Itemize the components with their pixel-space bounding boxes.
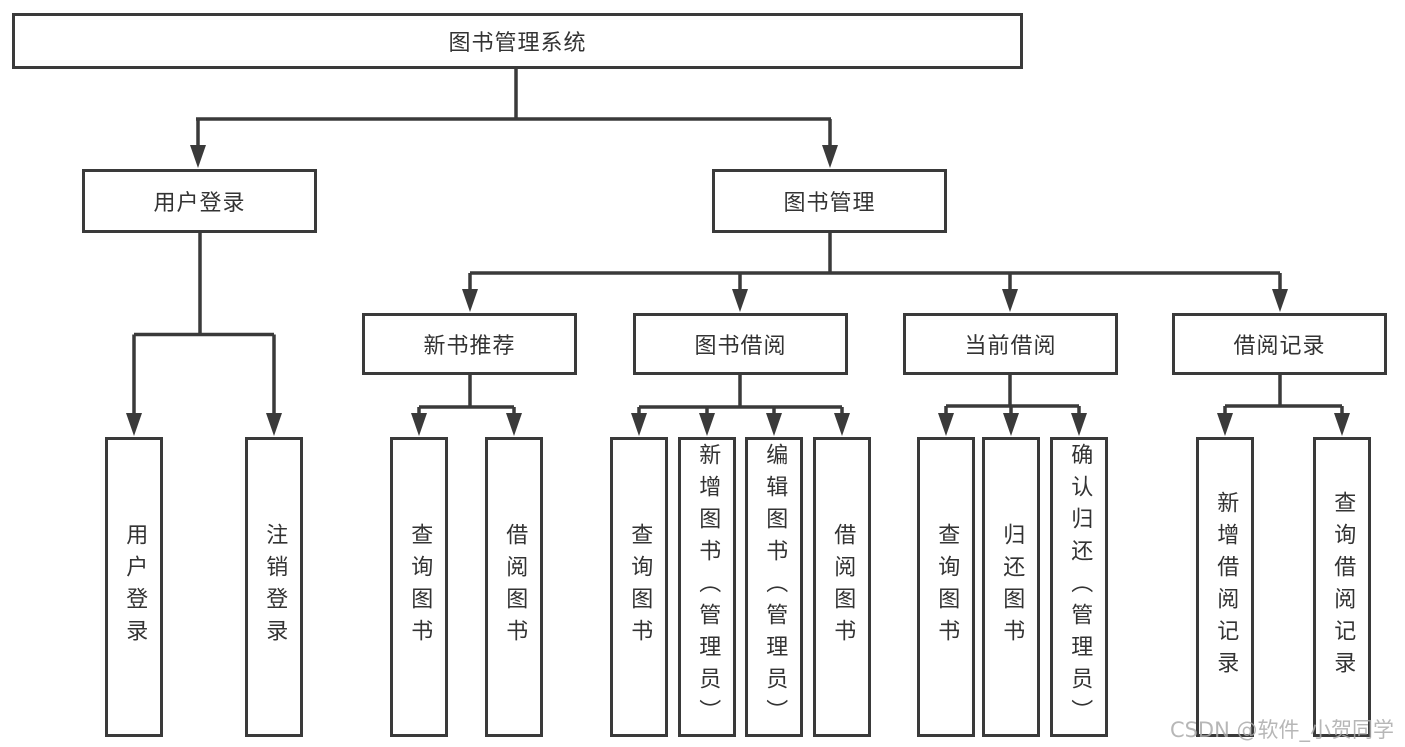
leaf-confirm-return-admin: 确认归还（管理员） (1050, 437, 1108, 737)
connector-current-borrow-to-leaves (944, 375, 1081, 416)
leaf-query-books-recommend: 查询图书 (390, 437, 448, 737)
leaf-user-login: 用户登录 (105, 437, 163, 737)
leaf-label: 查询图书 (407, 523, 433, 651)
node-current-borrowing: 当前借阅 (903, 313, 1118, 375)
leaf-query-books-borrow: 查询图书 (610, 437, 668, 737)
node-label: 图书管理系统 (448, 31, 587, 56)
node-book-management: 图书管理 (712, 169, 947, 233)
node-new-book-recommend: 新书推荐 (362, 313, 577, 375)
node-label: 新书推荐 (423, 334, 516, 359)
node-label: 图书管理 (783, 191, 876, 216)
leaf-label: 借阅图书 (830, 523, 856, 651)
leaf-label: 用户登录 (122, 523, 148, 651)
leaf-label: 查询借阅记录 (1330, 491, 1356, 683)
leaf-label: 归还图书 (999, 523, 1025, 651)
leaf-label: 新增图书（管理员） (695, 443, 721, 731)
leaf-label: 查询图书 (627, 523, 653, 651)
connector-book-mgmt-to-level3 (468, 233, 1282, 292)
leaf-borrow-books: 借阅图书 (813, 437, 871, 737)
node-label: 用户登录 (153, 191, 246, 216)
connector-user-login-to-leaves (132, 233, 276, 415)
node-label: 借阅记录 (1233, 334, 1326, 359)
leaf-label: 确认归还（管理员） (1067, 443, 1093, 731)
node-user-login: 用户登录 (82, 169, 317, 233)
leaf-add-borrow-record: 新增借阅记录 (1196, 437, 1254, 737)
leaf-label: 注销登录 (262, 523, 288, 651)
leaf-borrow-books-recommend: 借阅图书 (485, 437, 543, 737)
connector-book-borrow-to-leaves (637, 375, 844, 416)
leaf-edit-books-admin: 编辑图书（管理员） (745, 437, 803, 737)
leaf-query-borrow-record: 查询借阅记录 (1313, 437, 1371, 737)
csdn-watermark: CSDN @软件_小贺同学 (1169, 718, 1394, 742)
node-book-borrowing: 图书借阅 (633, 313, 848, 375)
leaf-label: 查询图书 (934, 523, 960, 651)
node-label: 图书借阅 (694, 334, 787, 359)
leaf-return-books: 归还图书 (982, 437, 1040, 737)
node-borrowing-records: 借阅记录 (1172, 313, 1387, 375)
connector-new-book-to-leaves (417, 375, 516, 416)
leaf-label: 借阅图书 (502, 523, 528, 651)
arrowheads (126, 145, 1350, 436)
connector-borrow-records-to-leaves (1223, 375, 1344, 416)
leaf-logout: 注销登录 (245, 437, 303, 737)
node-label: 当前借阅 (964, 334, 1057, 359)
leaf-label: 新增借阅记录 (1213, 491, 1239, 683)
leaf-query-books-current: 查询图书 (917, 437, 975, 737)
leaf-label: 编辑图书（管理员） (762, 443, 788, 731)
node-library-management-system: 图书管理系统 (12, 13, 1023, 69)
leaf-add-books-admin: 新增图书（管理员） (678, 437, 736, 737)
connector-root-to-level2 (196, 69, 832, 147)
